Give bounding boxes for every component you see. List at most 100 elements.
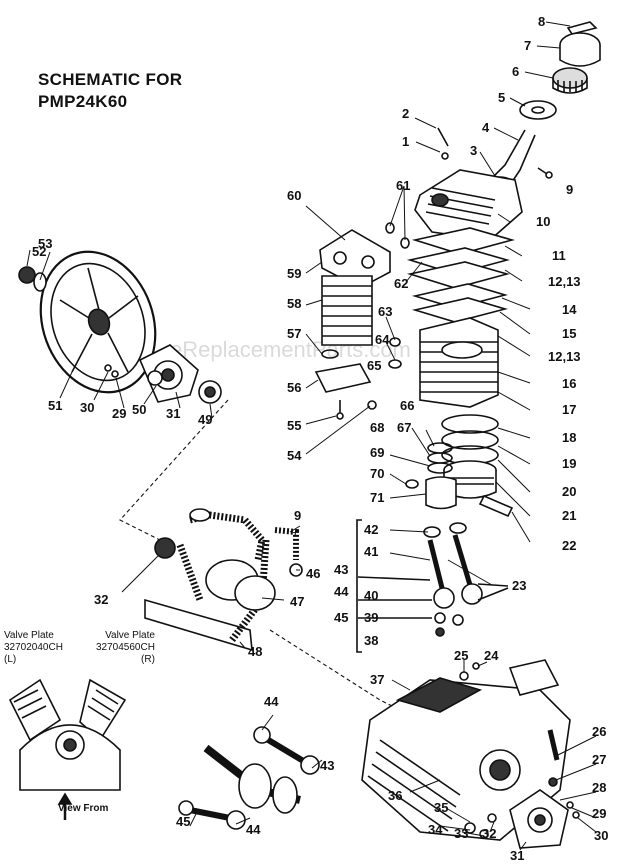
cylinder xyxy=(419,317,499,408)
callout-33: 33 xyxy=(454,826,468,841)
callout-67: 67 xyxy=(397,420,411,435)
callout-18: 18 xyxy=(562,430,576,445)
callout-45-b: 45 xyxy=(176,814,190,829)
callout-44-b: 44 xyxy=(264,694,279,709)
callout-35: 35 xyxy=(434,800,448,815)
callout-6: 6 xyxy=(512,64,519,79)
callout-24: 24 xyxy=(484,648,499,663)
callout-62: 62 xyxy=(394,276,408,291)
callout-20: 20 xyxy=(562,484,576,499)
intercooler-assembly xyxy=(144,508,303,652)
callout-23: 23 xyxy=(512,578,526,593)
valve-plate-gaskets xyxy=(406,227,515,323)
callout-59: 59 xyxy=(287,266,301,281)
callout-10: 10 xyxy=(536,214,550,229)
callout-61: 61 xyxy=(396,178,410,193)
schematic-title-line2: PMP24K60 xyxy=(38,92,128,111)
flywheel xyxy=(39,250,157,394)
callout-48: 48 xyxy=(248,644,262,659)
callout-27: 27 xyxy=(592,752,606,767)
callout-55: 55 xyxy=(287,418,301,433)
valve-plate xyxy=(314,363,372,393)
callout-16: 16 xyxy=(562,376,576,391)
callout-29-left: 29 xyxy=(112,406,126,421)
callout-42: 42 xyxy=(364,522,378,537)
callout-1: 1 xyxy=(402,134,409,149)
callout-12-13-a: 12,13 xyxy=(548,274,581,289)
callout-19: 19 xyxy=(562,456,576,471)
callout-43-b: 43 xyxy=(320,758,334,773)
callout-8: 8 xyxy=(538,14,545,29)
callout-37: 37 xyxy=(370,672,384,687)
callout-31-right: 31 xyxy=(510,848,524,863)
callout-60: 60 xyxy=(287,188,301,203)
callout-30-left: 30 xyxy=(80,400,94,415)
piston xyxy=(443,460,497,499)
callout-7: 7 xyxy=(524,38,531,53)
callout-47: 47 xyxy=(290,594,304,609)
callout-66: 66 xyxy=(400,398,414,413)
callout-46: 46 xyxy=(306,566,320,581)
callout-69: 69 xyxy=(370,445,384,460)
callout-63: 63 xyxy=(378,304,392,319)
callout-38: 38 xyxy=(364,633,378,648)
callout-4: 4 xyxy=(482,120,490,135)
callout-56: 56 xyxy=(287,380,301,395)
callout-17: 17 xyxy=(562,402,576,417)
callout-51: 51 xyxy=(48,398,62,413)
callout-leaders xyxy=(26,21,597,851)
callout-36: 36 xyxy=(388,788,402,803)
view-from-label: View From xyxy=(58,803,109,814)
callout-70: 70 xyxy=(370,466,384,481)
callout-43-a: 43 xyxy=(334,562,348,577)
callout-22: 22 xyxy=(562,538,576,553)
callout-14: 14 xyxy=(562,302,577,317)
callout-labels: 8 7 6 5 4 3 2 1 9 10 11 12,13 14 15 12,1… xyxy=(32,14,608,863)
connecting-rods xyxy=(423,522,483,637)
callout-45-a: 45 xyxy=(334,610,348,625)
callout-11: 11 xyxy=(552,248,566,263)
valve-plate-inset xyxy=(8,678,127,791)
schematic-title-line1: SCHEMATIC FOR xyxy=(38,70,183,89)
callout-21: 21 xyxy=(562,508,576,523)
callout-65: 65 xyxy=(367,358,381,373)
callout-28: 28 xyxy=(592,780,606,795)
callout-15: 15 xyxy=(562,326,576,341)
callout-64: 64 xyxy=(375,332,390,347)
callout-32-left: 32 xyxy=(94,592,108,607)
callout-5: 5 xyxy=(498,90,505,105)
callout-41: 41 xyxy=(364,544,378,559)
rear-bearing-plate xyxy=(509,789,569,849)
callout-9-lower: 9 xyxy=(294,508,301,523)
callout-44-a: 44 xyxy=(334,584,349,599)
left-cylinder xyxy=(321,275,373,346)
callout-29-right: 29 xyxy=(592,806,606,821)
callout-58: 58 xyxy=(287,296,301,311)
callout-68: 68 xyxy=(370,420,384,435)
callout-2: 2 xyxy=(402,106,409,121)
callout-52: 52 xyxy=(32,244,46,259)
callout-12-13-b: 12,13 xyxy=(548,349,581,364)
callout-32-right: 32 xyxy=(482,826,496,841)
callout-26: 26 xyxy=(592,724,606,739)
callout-3: 3 xyxy=(470,143,477,158)
flywheel-nut xyxy=(18,266,36,284)
callout-34: 34 xyxy=(428,822,443,837)
callout-71: 71 xyxy=(370,490,384,505)
callout-49: 49 xyxy=(198,412,212,427)
callout-44-c: 44 xyxy=(246,822,261,837)
crankcase xyxy=(361,659,571,841)
callout-31-left: 31 xyxy=(166,406,180,421)
callout-57: 57 xyxy=(287,326,301,341)
callout-39: 39 xyxy=(364,610,378,625)
callout-9-top: 9 xyxy=(566,182,573,197)
cylinder-head xyxy=(414,169,523,241)
crankshaft-inset xyxy=(178,726,320,830)
callout-50: 50 xyxy=(132,402,146,417)
callout-53: 53 xyxy=(38,236,52,251)
bearing-carrier xyxy=(138,344,222,404)
